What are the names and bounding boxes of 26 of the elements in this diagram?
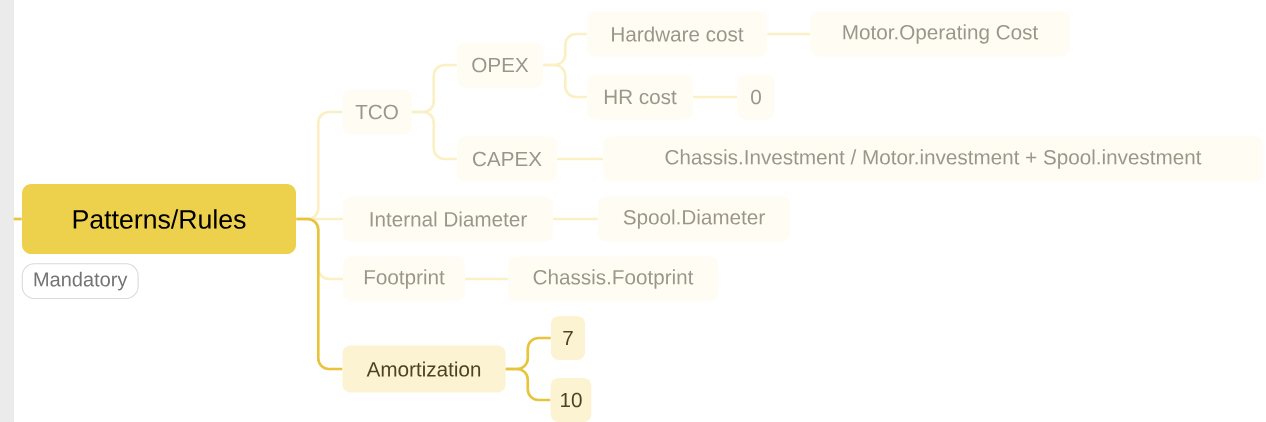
connector-line xyxy=(13,217,22,221)
topic-box: Chassis.Footprint xyxy=(508,256,718,302)
topic-box: 10 xyxy=(550,378,592,422)
connector-line xyxy=(553,217,598,221)
connector-line xyxy=(296,217,343,371)
connector-line xyxy=(411,110,457,161)
connector-line xyxy=(543,63,587,99)
connector-line xyxy=(693,95,738,99)
connector-line xyxy=(465,277,508,281)
topic-box: Amortization xyxy=(342,345,506,393)
topic-box: Motor.Operating Cost xyxy=(810,11,1070,57)
connector-line xyxy=(767,32,811,36)
topic-box: Footprint xyxy=(343,256,465,302)
topic-box: Internal Diameter xyxy=(343,196,553,242)
topic-box: TCO xyxy=(342,89,412,135)
topic-box: OPEX xyxy=(457,42,543,88)
tag-label: Mandatory xyxy=(21,263,139,299)
topic-box: Hardware cost xyxy=(587,11,767,57)
topic-box: Patterns/Rules xyxy=(22,184,296,254)
topic-box: 0 xyxy=(737,74,775,120)
topic-box: HR cost xyxy=(587,74,693,120)
topic-box: CAPEX xyxy=(457,136,557,182)
connector-line xyxy=(557,157,603,161)
topic-box: 7 xyxy=(551,316,585,360)
topic-box: Chassis.Investment / Motor.investment + Spool.investment xyxy=(603,136,1263,182)
topic-box: Spool.Diameter xyxy=(598,196,790,242)
